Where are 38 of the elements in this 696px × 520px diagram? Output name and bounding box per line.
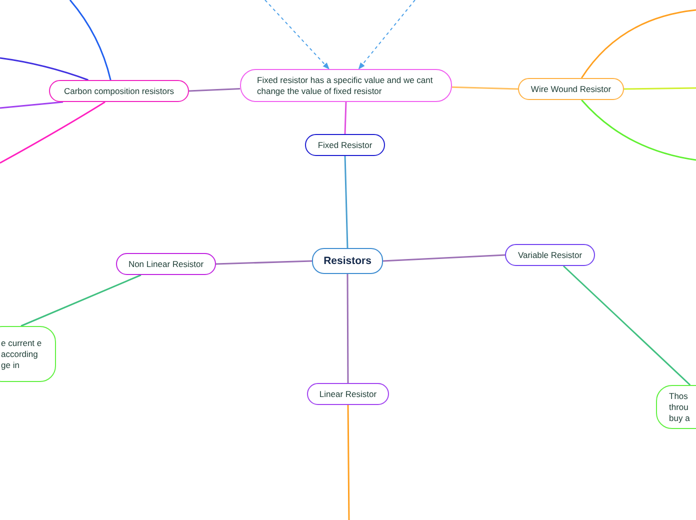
topic-text: e current e according ge in — [1, 338, 43, 370]
branch-line — [382, 254, 506, 262]
topic-text: Carbon composition resistors — [64, 86, 174, 96]
branch-line — [188, 88, 240, 92]
branch-line — [624, 87, 696, 90]
branch-line — [0, 101, 64, 109]
topic-text: Wire Wound Resistor — [530, 84, 612, 94]
central-topic-bubble — [312, 248, 383, 274]
topic-text: Variable Resistor — [518, 250, 582, 260]
topic-text: Linear Resistor — [319, 388, 377, 400]
topic-text: Non Linear Resistor — [128, 258, 204, 270]
note-bubble — [0, 326, 56, 382]
topic-bubble — [505, 244, 595, 266]
topic-text: Thos throu buy a — [669, 390, 691, 424]
branch-line — [69, 0, 112, 80]
branch-line — [0, 57, 88, 81]
topic-bubble — [518, 78, 624, 100]
topic-bubble — [116, 253, 216, 275]
branch-line — [20, 274, 142, 327]
note-bubble — [240, 69, 452, 102]
branch-line — [0, 101, 106, 164]
branch-line — [344, 102, 347, 134]
branch-line — [346, 274, 349, 383]
dashed-arrow — [264, 0, 330, 70]
branch-line — [580, 9, 696, 78]
topic-text: Fixed Resistor — [318, 140, 372, 150]
branch-line — [562, 265, 691, 386]
branch-line — [452, 86, 518, 90]
topic-text: Resistors — [324, 256, 372, 266]
branch-line — [344, 156, 348, 248]
topic-bubble — [49, 80, 189, 102]
topic-text: Fixed resistor has a specific value and we cant change the value of fixed resistor — [257, 74, 434, 96]
dashed-arrow — [358, 0, 416, 70]
branch-line — [216, 260, 312, 265]
branch-line — [581, 100, 696, 161]
topic-bubble — [307, 383, 389, 405]
branch-line — [347, 405, 350, 520]
topic-bubble — [305, 134, 385, 156]
